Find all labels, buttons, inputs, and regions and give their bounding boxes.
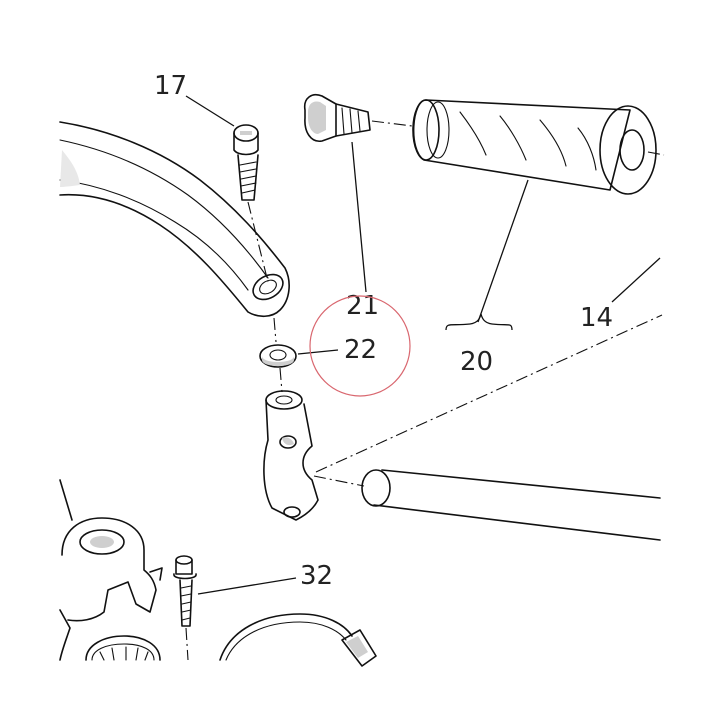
- callout-14: 14: [580, 303, 613, 333]
- leader-17: [185, 95, 235, 127]
- handlebar-grip-20: [412, 99, 665, 195]
- brace-20: [445, 313, 513, 331]
- lever-clamp-bracket: [263, 367, 319, 521]
- bolt-17: [233, 124, 269, 283]
- washer-22: [259, 317, 297, 368]
- callout-20: 20: [460, 347, 493, 377]
- callout-32: 32: [300, 561, 333, 591]
- highlight-circle: [309, 295, 411, 397]
- leader-22: [297, 349, 339, 355]
- bolt-32: [173, 555, 197, 661]
- leader-21: [351, 141, 367, 293]
- leader-14: [611, 257, 661, 303]
- handlebar-tube: [313, 314, 663, 541]
- brake-lever-arm: [59, 121, 290, 318]
- callout-22: 22: [344, 335, 377, 365]
- callout-17: 17: [154, 71, 187, 101]
- bar-end-weight-21: [303, 94, 413, 142]
- leader-20: [477, 179, 529, 323]
- switch-cable: [219, 613, 377, 667]
- master-cylinder-body: [59, 479, 163, 661]
- leader-32: [197, 577, 297, 595]
